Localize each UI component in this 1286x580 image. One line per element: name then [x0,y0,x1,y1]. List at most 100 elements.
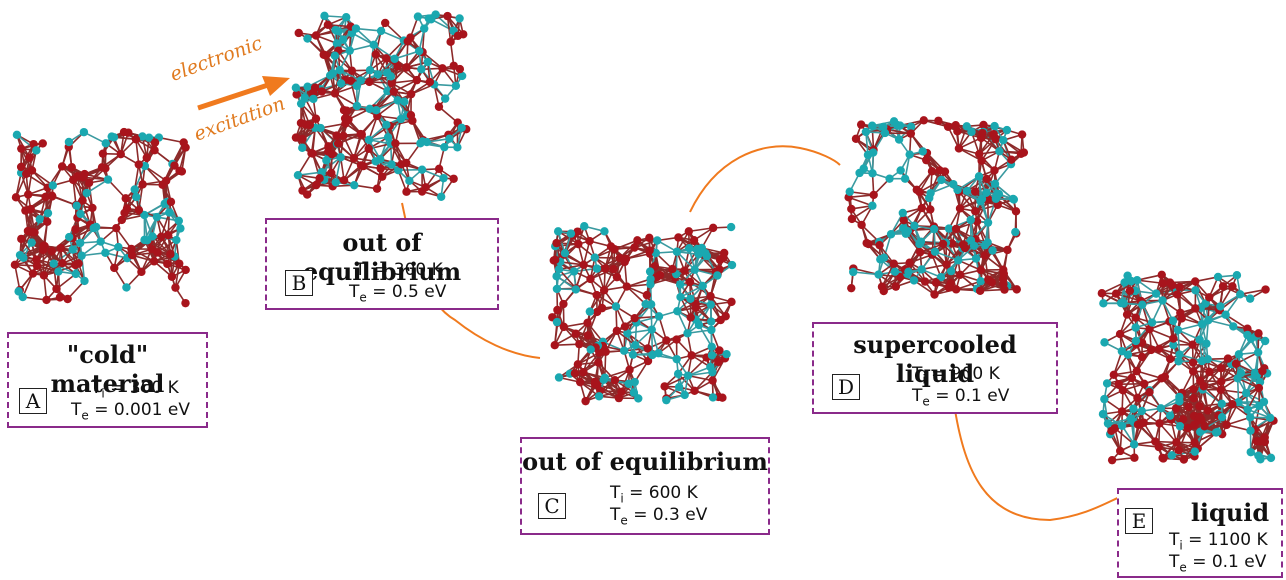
bond [1225,314,1248,330]
atom [171,283,180,292]
atom [856,120,866,129]
atom [954,144,964,153]
bond [994,163,1012,185]
atom [364,135,374,145]
atom [403,37,412,46]
atom [571,285,581,294]
atom [371,50,380,59]
atom [590,253,600,262]
atom [594,358,603,367]
atom [303,82,312,91]
atom [127,251,137,260]
atom [552,284,562,294]
atom [331,25,340,35]
atom [134,205,144,215]
atom [438,64,447,73]
atom [373,70,383,79]
atom [689,236,699,245]
atom [27,238,36,247]
bond [144,165,164,186]
atom [381,18,390,28]
atom [630,243,639,252]
atom [585,307,595,316]
atom [150,146,159,155]
atom [550,341,559,350]
bond [307,74,331,88]
atom [47,247,56,256]
atom [662,336,671,345]
atom [979,120,988,130]
molecule-E [1097,270,1278,465]
atom [17,234,26,244]
bond [57,271,61,298]
atom [620,322,630,331]
atom [554,265,564,274]
bond [107,179,127,199]
atom [600,264,610,273]
atom [317,87,327,96]
atom [951,285,961,294]
bond [1101,281,1125,294]
bond [42,250,45,276]
bond [1136,370,1162,380]
bond [151,235,171,255]
atom [974,172,984,181]
bond [658,316,668,341]
atom [417,187,427,196]
bond [143,216,158,241]
atom [339,35,348,44]
atom [955,204,965,213]
atom [861,127,871,137]
atom [350,180,359,190]
bond [1137,397,1162,410]
bond [978,175,998,195]
atom [1016,149,1026,159]
atom [896,166,905,175]
atom [103,175,113,184]
atom [926,205,935,214]
atom [599,375,608,385]
atom [978,128,987,138]
atom [990,121,999,131]
atom [352,81,362,91]
atom [909,276,919,285]
atom [393,96,402,105]
atom [42,295,51,305]
atom [65,232,74,242]
atom [904,267,913,277]
atom [121,194,130,203]
atom [345,46,354,55]
atom [553,227,563,236]
atom [886,230,896,239]
atom [606,242,616,251]
atom [148,232,157,241]
bond [853,271,879,276]
atom [999,265,1008,274]
atom [311,31,321,40]
atom [101,248,110,257]
atom [920,277,930,286]
atom [453,143,462,152]
bond [160,212,171,237]
bond [394,50,420,60]
atom [339,176,349,185]
atom [672,247,682,256]
atom [726,222,736,232]
bond [334,157,342,183]
atom [333,139,343,148]
atom [653,236,662,245]
atom [898,208,908,218]
atom [970,187,980,196]
atom [989,130,998,139]
atom [864,239,873,249]
atom [571,329,580,338]
atom [30,228,39,237]
atom [10,260,20,270]
bond [115,227,133,250]
atom [676,292,685,302]
bond [935,274,961,284]
atom [648,350,657,360]
atom [414,46,424,56]
atom [851,134,861,143]
